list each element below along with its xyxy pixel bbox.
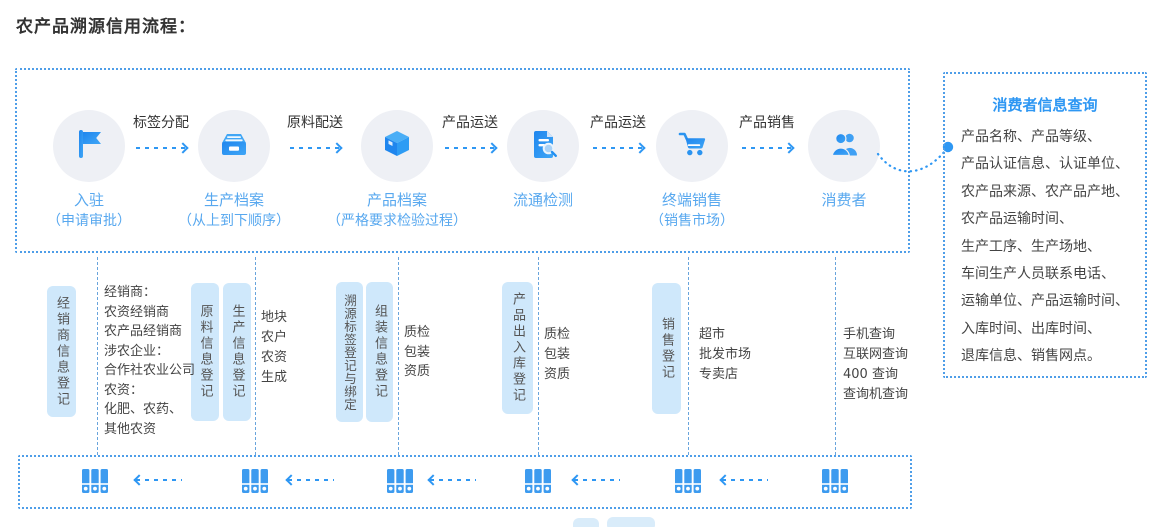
divider-line	[538, 257, 539, 455]
step-circle	[656, 110, 728, 182]
cart-icon	[671, 123, 713, 169]
arrow-label: 产品运送	[442, 115, 498, 131]
bottom-cutoff-shape	[573, 518, 599, 527]
note-plot-detail: 地块农户农资生成	[261, 310, 288, 385]
connector-dot	[942, 141, 954, 153]
step-circle	[361, 110, 433, 182]
archive-box-icon	[213, 123, 255, 169]
cube-icon	[376, 123, 418, 169]
bar-label: 经销商信息登记	[54, 295, 69, 408]
arrow-left-icon	[285, 474, 334, 486]
step-circle	[198, 110, 270, 182]
note-dealer-detail: 经销商：农资经销商农产品经销商涉农企业：合作社农业公司农资：化肥、农药、其他农资	[104, 285, 196, 437]
binder-icon	[522, 466, 554, 500]
binder-icon	[672, 466, 704, 500]
flow-step-consumer: 消费者	[759, 110, 929, 211]
registry-bar-material-info: 原料信息登记	[191, 283, 219, 421]
bar-label: 溯源标签登记与绑定	[342, 293, 357, 411]
arrow-label: 产品销售	[739, 115, 795, 131]
registry-bar-trace-label-binding: 溯源标签登记与绑定	[336, 282, 363, 422]
arrow-left-icon	[571, 474, 620, 486]
flow-step-enrollment: 入驻 （申请审批）	[4, 110, 174, 232]
binder-icon	[79, 466, 111, 500]
arrow-label: 标签分配	[133, 115, 189, 131]
arrow-right-icon	[707, 142, 827, 154]
step-sublabel: （销售市场）	[650, 213, 734, 229]
document-search-icon	[522, 123, 564, 169]
archive-row-container	[18, 455, 912, 509]
step-sublabel: （严格要求检验过程）	[327, 213, 467, 229]
bar-label: 组装信息登记	[372, 304, 387, 400]
flow-step-terminal-sales: 终端销售 （销售市场）	[607, 110, 777, 232]
arrow-right-icon	[410, 142, 530, 154]
consumer-info-panel	[943, 72, 1147, 378]
consumer-panel-title: 消费者信息查询	[992, 96, 1098, 114]
flow-arrow-2: 原料配送	[255, 112, 375, 154]
divider-line	[835, 257, 836, 455]
arrow-right-icon	[558, 142, 678, 154]
step-label: 消费者	[821, 191, 867, 209]
arrow-left-icon	[427, 474, 476, 486]
binder-icon	[819, 466, 851, 500]
consumers-icon	[823, 123, 865, 169]
consumer-connector-curve	[876, 141, 954, 173]
step-label: 流通检测	[512, 191, 573, 209]
arrow-label: 产品运送	[590, 115, 646, 131]
divider-line	[255, 257, 256, 455]
divider-line	[398, 257, 399, 455]
step-label: 入驻	[73, 191, 104, 209]
flow-step-production-archive: 生产档案 （从上到下顺序）	[149, 110, 319, 232]
registry-bar-assembly-info: 组装信息登记	[366, 282, 393, 422]
note-market-detail: 超市批发市场专卖店	[699, 327, 752, 382]
page-title: 农产品溯源信用流程：	[16, 17, 196, 37]
registry-bar-dealer-info: 经销商信息登记	[47, 286, 76, 417]
consumer-panel-lines: 产品名称、产品等级、产品认证信息、认证单位、农产品来源、农产品产地、农产品运输时…	[961, 129, 1129, 365]
bar-label: 产品出入库登记	[510, 292, 525, 404]
arrow-right-icon	[101, 142, 221, 154]
divider-line	[97, 257, 98, 455]
registry-bar-warehouse-io: 产品出入库登记	[502, 282, 533, 414]
registry-bar-production-info: 生产信息登记	[223, 283, 251, 421]
binder-icon	[384, 466, 416, 500]
flow-step-circulation-check: 流通检测	[458, 110, 628, 211]
flow-step-product-archive: 产品档案 （严格要求检验过程）	[312, 110, 482, 232]
divider-line	[688, 257, 689, 455]
registry-bar-sales: 销售登记	[652, 283, 681, 414]
bottom-cutoff-shape	[607, 517, 655, 527]
flow-arrow-3: 产品运送	[410, 112, 530, 154]
bar-label: 原料信息登记	[197, 304, 213, 400]
binder-icon	[239, 466, 271, 500]
flow-arrow-4: 产品运送	[558, 112, 678, 154]
note-qc-detail-2: 质检包装资质	[544, 327, 571, 382]
arrow-label: 原料配送	[287, 115, 343, 131]
step-label: 生产档案	[203, 191, 264, 209]
flow-arrow-1: 标签分配	[101, 112, 221, 154]
arrow-right-icon	[255, 142, 375, 154]
bar-label: 生产信息登记	[229, 304, 245, 400]
step-label: 产品档案	[366, 191, 427, 209]
note-qc-detail-1: 质检包装资质	[404, 325, 431, 379]
arrow-left-icon	[719, 474, 768, 486]
step-sublabel: （申请审批）	[47, 213, 131, 229]
step-circle	[507, 110, 579, 182]
flow-container	[15, 68, 910, 253]
flow-arrow-5: 产品销售	[707, 112, 827, 154]
step-circle	[53, 110, 125, 182]
bar-label: 销售登记	[659, 316, 674, 381]
step-label: 终端销售	[661, 191, 722, 209]
arrow-left-icon	[133, 474, 182, 486]
step-sublabel: （从上到下顺序）	[178, 213, 290, 229]
step-circle	[808, 110, 880, 182]
flag-icon	[68, 123, 110, 169]
